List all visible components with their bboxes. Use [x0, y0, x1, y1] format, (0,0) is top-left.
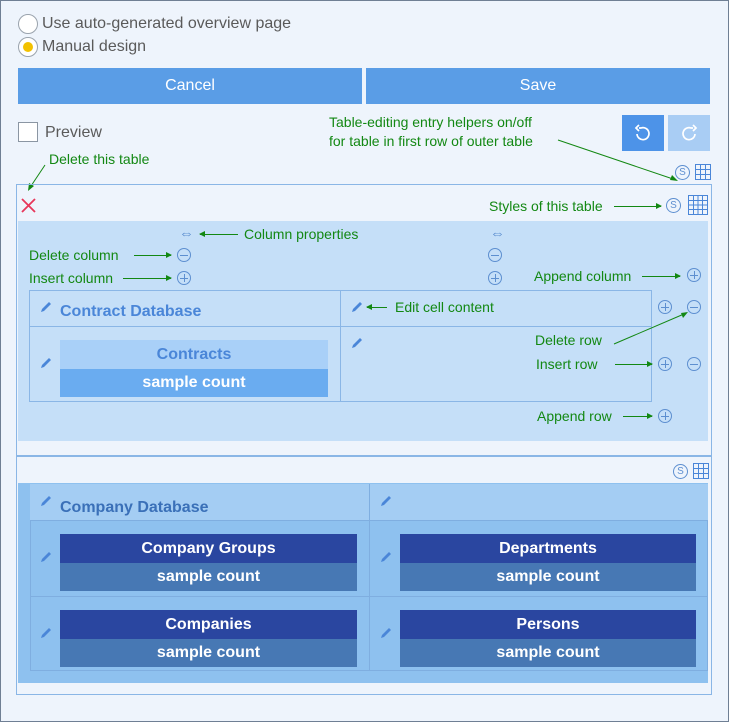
annotation-arrow-edit-cell: [367, 307, 387, 308]
preview-label: Preview: [45, 124, 102, 141]
inner-table-panel: [18, 221, 708, 441]
company-groups-tile-title[interactable]: Company Groups: [60, 534, 357, 563]
pencil-icon[interactable]: [39, 550, 53, 564]
departments-tile-title[interactable]: Departments: [400, 534, 696, 563]
grid-icon[interactable]: [693, 463, 709, 479]
minus-circle-icon[interactable]: [687, 357, 701, 371]
company-groups-tile-count[interactable]: sample count: [60, 563, 357, 591]
annotation-arrow-delete-table: [28, 164, 46, 191]
auto-radio[interactable]: [18, 14, 38, 34]
minus-circle-icon[interactable]: [687, 300, 701, 314]
outer-table-row-1: [16, 184, 712, 456]
cancel-button[interactable]: Cancel: [18, 68, 362, 104]
annotation-delete-column: Delete column: [29, 247, 119, 263]
plus-circle-icon[interactable]: [658, 409, 672, 423]
plus-circle-icon[interactable]: [658, 300, 672, 314]
pencil-icon[interactable]: [39, 300, 53, 314]
annotation-append-row: Append row: [537, 408, 612, 424]
pencil-icon[interactable]: [39, 626, 53, 640]
pencil-icon[interactable]: [379, 494, 393, 508]
auto-radio-label: Use auto-generated overview page: [42, 15, 292, 32]
contracts-tile-count[interactable]: sample count: [60, 369, 328, 397]
annotation-insert-column: Insert column: [29, 270, 114, 286]
annotation-delete-row: Delete row: [535, 332, 602, 348]
plus-circle-icon[interactable]: [177, 271, 191, 285]
style-icon[interactable]: S: [666, 198, 681, 213]
column-arrows-icon[interactable]: ⇔: [179, 225, 194, 242]
annotation-append-column: Append column: [534, 268, 632, 284]
annotation-table-helpers-2: for table in first row of outer table: [329, 133, 533, 149]
minus-circle-icon[interactable]: [177, 248, 191, 262]
annotation-insert-row: Insert row: [536, 356, 598, 372]
annotation-arrow-delete-row: [613, 312, 688, 345]
save-button[interactable]: Save: [366, 68, 710, 104]
annotation-arrow-insert-col: [123, 275, 172, 281]
redo-icon: [682, 124, 698, 141]
plus-circle-icon[interactable]: [687, 268, 701, 282]
annotation-arrow-delete-col: [134, 252, 172, 258]
pencil-icon[interactable]: [350, 336, 364, 350]
annotation-table-helpers: Table-editing entry helpers on/off: [329, 114, 532, 130]
annotation-arrow-append-row: [623, 413, 653, 419]
company-database-header: Company Database: [60, 499, 209, 516]
manual-radio-label: Manual design: [42, 38, 147, 55]
annotation-arrow-colprops: [200, 234, 238, 235]
column-arrows-icon[interactable]: ⇔: [490, 225, 505, 242]
annotation-styles-table: Styles of this table: [489, 198, 603, 214]
style-icon[interactable]: S: [675, 165, 690, 180]
persons-tile-title[interactable]: Persons: [400, 610, 696, 639]
annotation-arrow-styles: [614, 203, 662, 209]
manual-radio[interactable]: [18, 37, 38, 57]
inner-table-col-divider: [340, 290, 341, 402]
pencil-icon[interactable]: [379, 550, 393, 564]
company-row-divider-2: [30, 596, 708, 597]
annotation-arrow-insert-row: [615, 361, 653, 367]
persons-tile-count[interactable]: sample count: [400, 639, 696, 667]
pencil-icon[interactable]: [350, 300, 364, 314]
plus-circle-icon[interactable]: [488, 271, 502, 285]
outer-table-row-2: [16, 456, 712, 695]
inner-table-row-divider: [29, 326, 652, 327]
undo-button[interactable]: [622, 115, 664, 151]
pencil-icon[interactable]: [39, 356, 53, 370]
undo-icon: [634, 124, 650, 141]
companies-tile-title[interactable]: Companies: [60, 610, 357, 639]
grid-icon[interactable]: [695, 164, 711, 180]
preview-checkbox[interactable]: [18, 122, 38, 142]
plus-circle-icon[interactable]: [658, 357, 672, 371]
departments-tile-count[interactable]: sample count: [400, 563, 696, 591]
delete-x-icon[interactable]: [20, 197, 37, 214]
annotation-delete-table: Delete this table: [49, 151, 150, 167]
grid-icon[interactable]: [688, 195, 708, 215]
company-row-divider-1: [30, 520, 708, 521]
minus-circle-icon[interactable]: [488, 248, 502, 262]
contract-database-header: Contract Database: [60, 303, 202, 320]
pencil-icon[interactable]: [379, 626, 393, 640]
annotation-column-properties: Column properties: [244, 226, 359, 242]
company-col-divider: [369, 484, 370, 671]
pencil-icon[interactable]: [39, 494, 53, 508]
annotation-edit-cell: Edit cell content: [395, 299, 494, 315]
companies-tile-count[interactable]: sample count: [60, 639, 357, 667]
style-icon[interactable]: S: [673, 464, 688, 479]
redo-button[interactable]: [668, 115, 710, 151]
contracts-tile-title[interactable]: Contracts: [60, 340, 328, 369]
annotation-arrow-append-col: [642, 273, 681, 279]
annotation-arrow-helpers: [557, 139, 678, 181]
